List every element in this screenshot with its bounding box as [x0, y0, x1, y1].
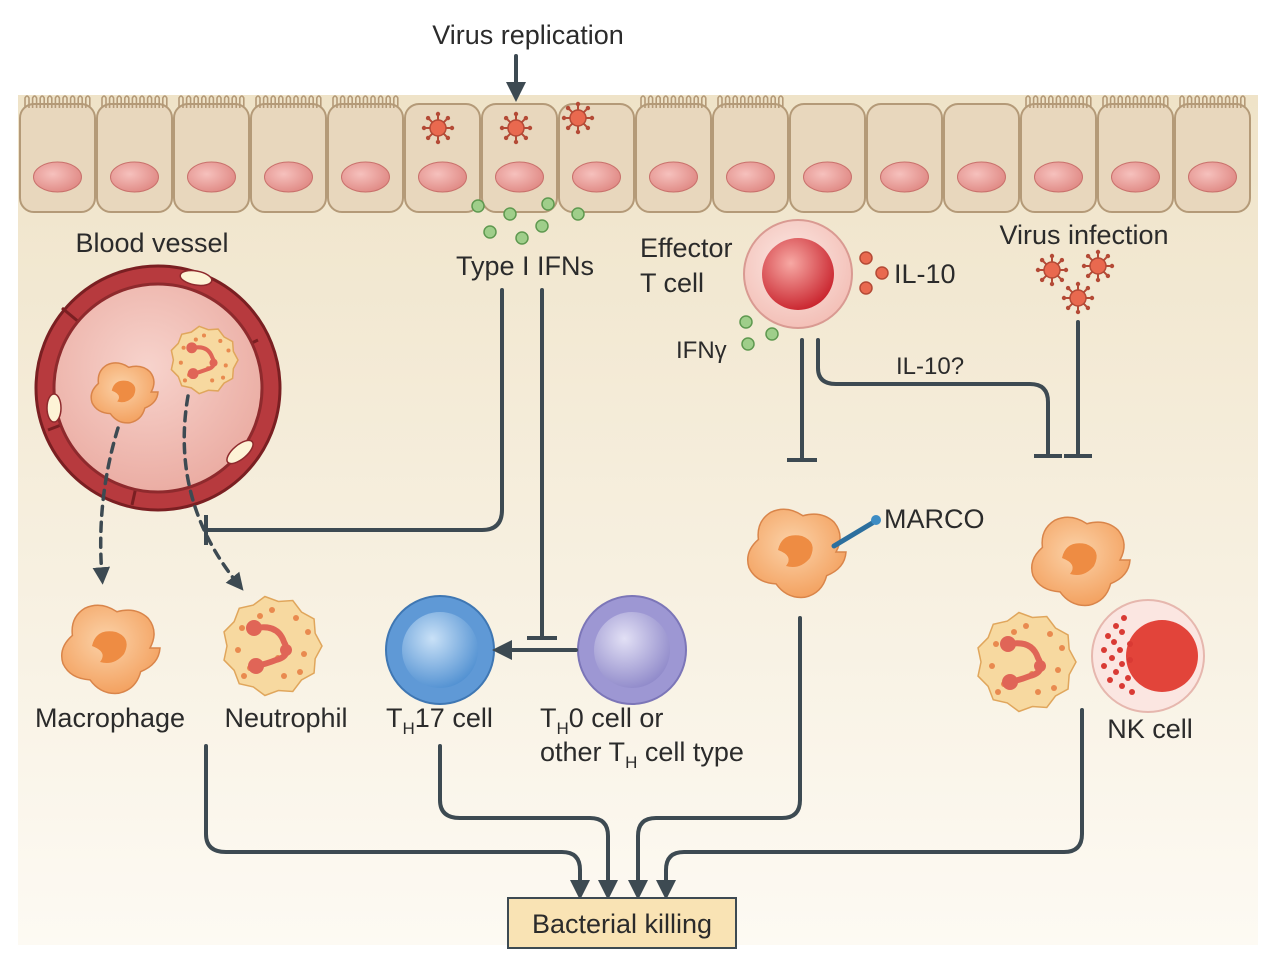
marco-receptor: [831, 515, 881, 549]
blood-vessel: [34, 264, 282, 512]
type-i-ifns-label: Type I IFNs: [456, 251, 594, 281]
epithelial-cell: [96, 95, 173, 213]
il10-label: IL-10: [894, 259, 956, 289]
ifng-dots: [739, 315, 779, 351]
epithelial-cell: [789, 103, 866, 213]
epithelial-cell: [712, 95, 789, 213]
macrophage-migration-arrow: [92, 426, 120, 585]
virus-replication-label: Virus replication: [432, 20, 624, 50]
virus-infection-label: Virus infection: [999, 220, 1168, 250]
marco-to-killing-path: [628, 616, 802, 900]
epithelial-cell: [250, 95, 327, 213]
effector-t-cell: [743, 219, 853, 329]
effector-label-line2: T cell: [640, 268, 704, 298]
th17-label: TH17 cell: [386, 703, 493, 738]
th17-to-killing-path: [438, 744, 618, 900]
bacterial-killing-box: [507, 897, 737, 949]
macrophage-label: Macrophage: [35, 703, 185, 733]
marco-label: MARCO: [884, 504, 985, 534]
ifng-label: IFNγ: [676, 337, 727, 364]
neutrophil-migration-arrow: [182, 394, 244, 591]
virus-particle: [561, 101, 595, 135]
epithelial-cell: [404, 103, 481, 213]
epithelial-cell: [943, 103, 1020, 213]
virus-group-infection: [1035, 249, 1115, 315]
ifn-inhibition-to-recruitment: [204, 288, 504, 532]
th17-cell: [385, 595, 495, 705]
virus-particle: [1035, 253, 1069, 287]
epithelial-cell: [481, 103, 558, 213]
epithelial-cell: [173, 95, 250, 213]
effector-label-line1: Effector: [640, 233, 733, 263]
nk-cell-label: NK cell: [1107, 714, 1193, 744]
nk-cell: [1091, 599, 1205, 713]
epithelial-cell: [635, 95, 712, 213]
epithelial-cell: [327, 95, 404, 213]
neutrophil-cell: [223, 595, 323, 697]
bacterial-killing-label: Bacterial killing: [532, 909, 712, 939]
epithelial-cell: [19, 95, 96, 213]
il10-inhibition-line: [816, 338, 1050, 458]
th0-label-line2: other TH cell type: [540, 737, 744, 772]
virus-particle: [1061, 281, 1095, 315]
neutrophil-label: Neutrophil: [224, 703, 347, 733]
blood-vessel-label: Blood vessel: [75, 228, 228, 258]
neutrophil-right: [977, 611, 1077, 713]
epithelial-cell: [1020, 95, 1097, 213]
macrophage-to-killing-path: [204, 744, 590, 900]
virus-particle: [421, 111, 455, 145]
background-panel: [18, 95, 1258, 945]
ifn-dots: [471, 197, 585, 245]
neutrophil-in-vessel: [170, 325, 239, 395]
virus-group-epithelium: [421, 101, 595, 145]
epithelial-cell: [866, 103, 943, 213]
epithelial-cell: [1174, 95, 1251, 213]
epithelial-layer: [19, 95, 1251, 213]
epithelial-cell: [1097, 95, 1174, 213]
il10-dots: [859, 251, 889, 295]
th0-cell: [577, 595, 687, 705]
marco-macrophage: [746, 508, 847, 599]
th0-label-line1: TH0 cell or: [540, 703, 663, 738]
macrophage-cell: [60, 604, 161, 695]
macrophage-right: [1030, 516, 1131, 607]
virus-particle: [1081, 249, 1115, 283]
nk-cluster-to-killing-path: [656, 708, 1084, 900]
virus-particle: [499, 111, 533, 145]
macrophage-in-vessel: [90, 362, 159, 424]
il10-question-label: IL-10?: [896, 353, 964, 380]
